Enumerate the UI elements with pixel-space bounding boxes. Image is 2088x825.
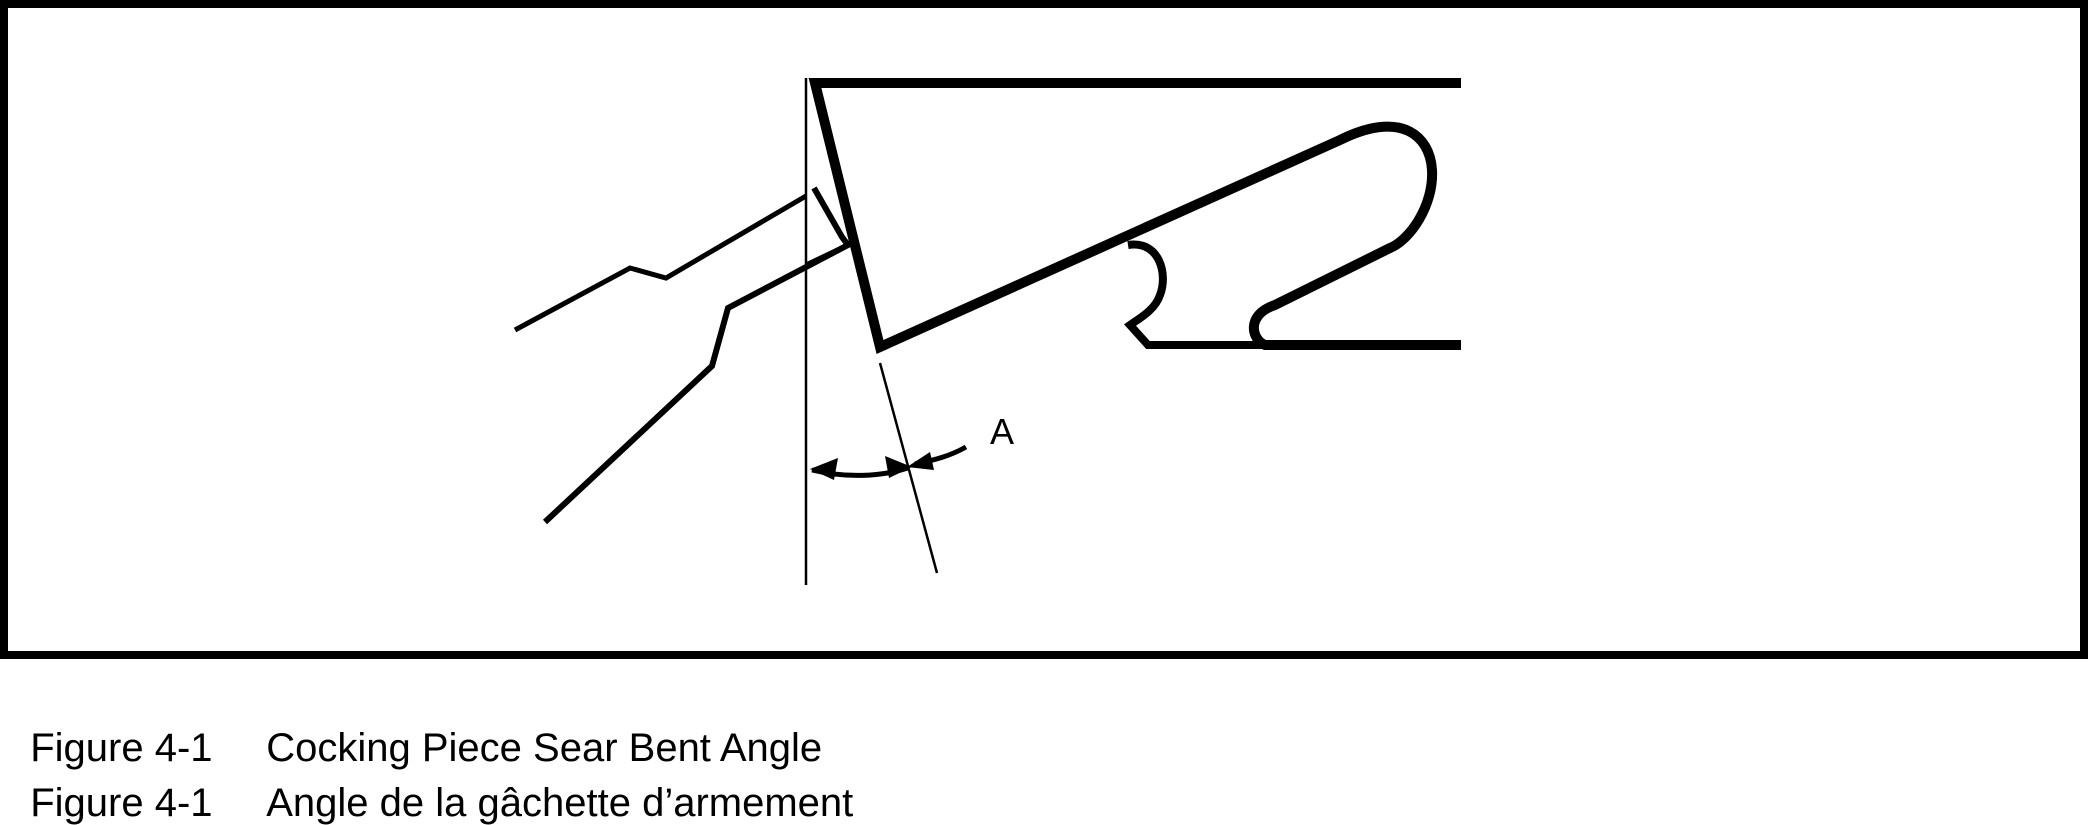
cocking-piece-outline bbox=[808, 78, 1461, 355]
sear-tip-edge bbox=[804, 242, 850, 268]
figure-border bbox=[0, 0, 2088, 659]
sear-upper-line bbox=[513, 193, 808, 333]
angle-arrowhead-right bbox=[885, 456, 912, 478]
caption-title-en: Cocking Piece Sear Bent Angle bbox=[266, 726, 823, 770]
sear-tip bbox=[542, 186, 853, 525]
sear-notch bbox=[1124, 240, 1275, 349]
figure-caption-french: Figure 4-1 Angle de la gâchette d’armemen… bbox=[8, 743, 853, 823]
angle-arrowhead-left bbox=[810, 458, 838, 480]
caption-figure-number-en: Figure 4-1 bbox=[30, 726, 213, 770]
angle-label-a: A bbox=[990, 411, 1014, 452]
caption-title-fr: Angle de la gâchette d’armement bbox=[266, 781, 854, 825]
figure-caption-english: Figure 4-1 Cocking Piece Sear Bent Angle bbox=[8, 688, 822, 768]
figure-diagram: A bbox=[0, 0, 2088, 659]
label-a-leader-arrowhead bbox=[907, 452, 934, 470]
caption-figure-number-fr: Figure 4-1 bbox=[30, 781, 213, 825]
